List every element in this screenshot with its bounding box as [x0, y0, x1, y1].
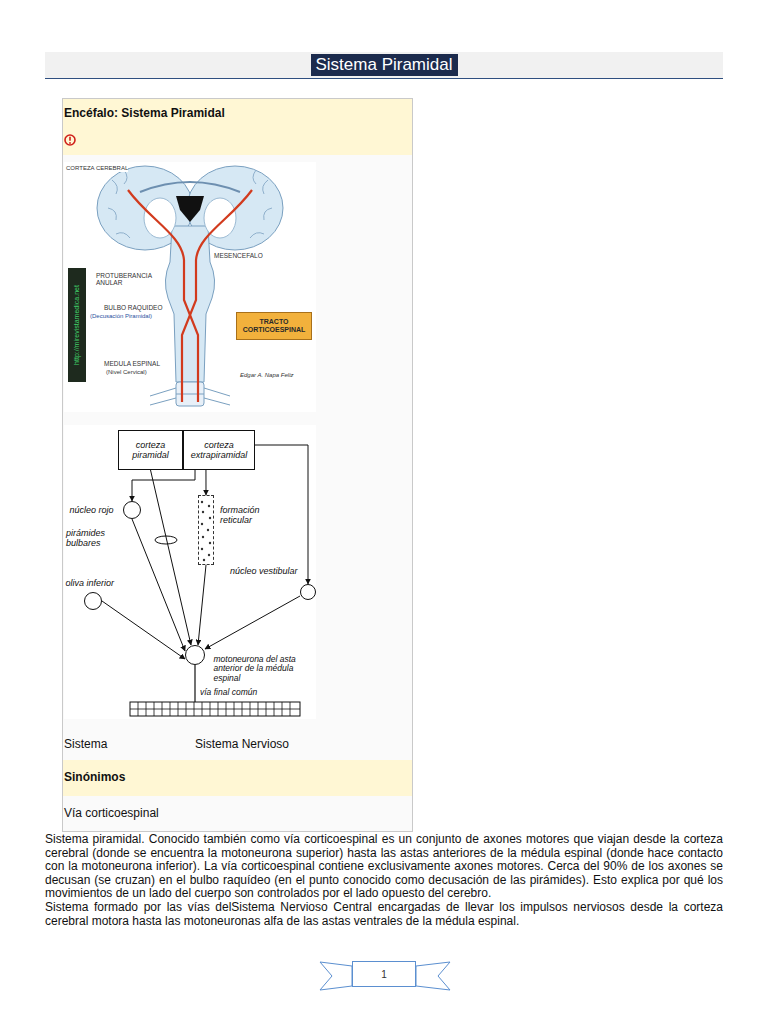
muscle	[130, 702, 300, 716]
watermark-band	[68, 268, 86, 382]
reticular-dots	[202, 536, 204, 538]
reticular-dots	[209, 517, 211, 519]
brainstem	[165, 226, 214, 382]
nucleus-label: formación reticular	[220, 505, 286, 526]
reticular-dots	[201, 501, 203, 503]
page-number: 1	[381, 969, 387, 980]
cortex-label: corteza extrapiramidal	[186, 440, 252, 461]
brain-illustration	[64, 162, 316, 412]
page-number-box: 1	[352, 961, 416, 987]
reticular-dots	[203, 559, 205, 561]
structure-note: (Nivel Cervical)	[106, 369, 147, 376]
table-cell: Sistema Nervioso	[195, 738, 289, 752]
reticular-dots	[201, 548, 203, 550]
infobox-heading: Encéfalo: Sistema Piramidal	[64, 106, 225, 120]
internal-capsule	[204, 198, 236, 238]
structure-label: MESENCEFALO	[214, 252, 263, 259]
nucleus-label: núcleo vestibular	[206, 566, 298, 576]
reticular-dots	[201, 523, 203, 525]
nucleus-circle: núcleo vestibular	[300, 584, 316, 600]
header-band	[45, 52, 723, 78]
structure-label: MEDULA ESPINAL	[104, 360, 160, 367]
table-cell: Vía corticoespinal	[64, 807, 159, 821]
body-paragraph: Sistema piramidal. Conocido también como…	[45, 833, 723, 901]
pathway-connector	[198, 565, 206, 645]
header-band	[45, 52, 723, 79]
structure-note: (Decusación Piramidal)	[90, 313, 152, 320]
tract-label-box: TRACTO CORTICOESPINAL	[236, 312, 312, 340]
page-number-ribbon	[320, 962, 352, 990]
cortex-box: corteza piramidal	[118, 430, 183, 470]
reticular-dots	[201, 501, 211, 561]
pathway-connector	[102, 601, 185, 659]
pathway-diagram	[64, 425, 316, 719]
nucleus-circle: núcleo rojo	[123, 501, 141, 519]
warning-icon	[69, 142, 71, 144]
muscle-striation	[130, 702, 300, 716]
corticospinal-tract	[182, 190, 252, 402]
title-bar: Sistema Piramidal	[0, 54, 768, 76]
internal-capsule	[144, 198, 176, 238]
infobox-header-band	[63, 99, 412, 155]
reticular-dots	[207, 529, 209, 531]
author-credit: Edgar A. Napa Feliz	[240, 372, 293, 379]
neuron-label: motoneurona del asta anterior de la médu…	[214, 655, 312, 684]
infobox-background	[63, 99, 413, 832]
infobox: Encéfalo: Sistema PiramidalTRACTO CORTIC…	[62, 98, 413, 832]
reticular-dots	[202, 511, 204, 513]
pathway-diagram	[64, 425, 316, 719]
page-number-ribbon	[320, 962, 450, 990]
final-common-path	[194, 665, 195, 702]
pathway-connector	[255, 445, 308, 584]
infobox-row-band	[63, 760, 412, 796]
motor-neuron: motoneurona del asta anterior de la médu…	[185, 645, 205, 665]
structure-label: PROTUBERANCIA ANULAR	[96, 272, 158, 287]
reticular-dots	[208, 505, 210, 507]
brain-illustration	[64, 162, 316, 412]
table-cell: Sistema	[64, 738, 107, 752]
structure-label: pirámides bulbares	[66, 528, 118, 549]
ventricle	[176, 196, 204, 222]
reticular-formation-box: formación reticular	[198, 495, 214, 565]
page-title: Sistema Piramidal	[311, 54, 458, 76]
reticular-dots	[208, 554, 210, 556]
nerve-roots	[150, 388, 230, 405]
warning-icon	[65, 135, 75, 145]
cortex-box: corteza extrapiramidal	[183, 430, 255, 470]
pathway-connector	[151, 470, 192, 645]
pathway-connector	[205, 596, 300, 649]
watermark: http://mirevistamedica.net	[70, 268, 84, 382]
table-header: Sinónimos	[64, 771, 125, 785]
cortex-label: corteza piramidal	[121, 440, 180, 461]
page-number-ribbon	[416, 962, 450, 990]
warning-icon	[69, 137, 71, 141]
infobox-background	[63, 99, 413, 832]
reticular-dots	[209, 542, 211, 544]
pathway-connector	[205, 470, 206, 495]
pathway-connector	[132, 519, 185, 651]
structure-label: vía final común	[200, 688, 257, 698]
warning-icon	[65, 135, 75, 145]
nucleus-label: oliva inferior	[66, 578, 115, 588]
pathway-connector	[132, 470, 195, 501]
structure-label: CORTEZA CEREBRAL	[66, 165, 128, 172]
header-rule	[45, 78, 723, 79]
body-paragraph: Sistema formado por las vías delSistema …	[45, 901, 723, 928]
nucleus-circle: oliva inferior	[84, 592, 102, 610]
nucleus-label: núcleo rojo	[70, 505, 114, 515]
structure-label: BULBO RAQUIDEO	[104, 304, 163, 311]
corpus-callosum	[140, 182, 240, 192]
tract-label: TRACTO CORTICOESPINAL	[239, 318, 309, 335]
